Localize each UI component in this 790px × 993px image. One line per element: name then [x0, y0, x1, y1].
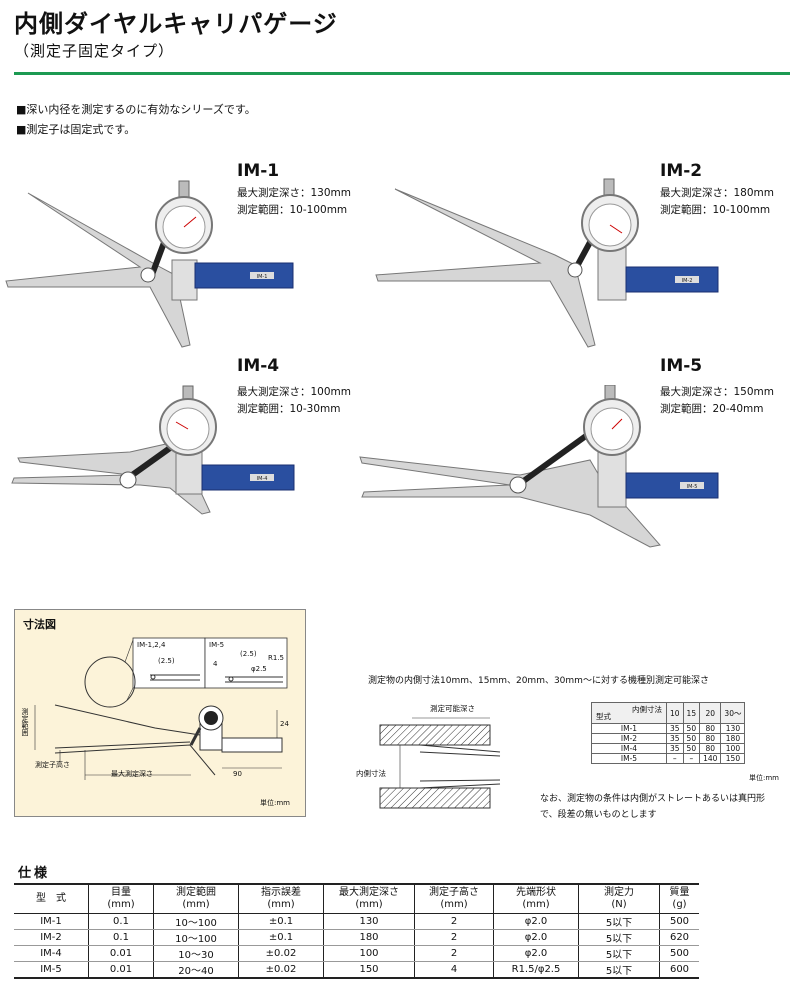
spec-col-header: 目量 (mm) — [88, 883, 154, 914]
plate-label: IM-2 — [682, 278, 693, 284]
possible-depth-label: 測定可能深さ — [430, 704, 475, 713]
dimension-diagram — [34, 637, 288, 780]
caliper-illustration-im4: IM-4 — [11, 385, 295, 515]
specs-heading: 仕様 — [18, 866, 51, 881]
page-subtitle: （測定子固定タイプ） — [14, 42, 175, 60]
range-label: 測定範囲 — [21, 708, 29, 736]
dimension-title: 寸法図 — [23, 618, 56, 631]
dim-24: 24 — [280, 720, 289, 728]
inset-a-label: IM-1,2,4 — [137, 641, 166, 649]
spec-col-header: 測定力 (N) — [578, 883, 660, 914]
product-name-im1: IM-1 — [237, 161, 280, 181]
inset-b-dia: φ2.5 — [251, 665, 267, 673]
feature-2: ■測定子は固定式です。 — [16, 123, 136, 136]
inset-b-radius: R1.5 — [268, 654, 284, 662]
inner-dim-label: 内側寸法 — [356, 769, 386, 778]
product-depth-im4: 最大測定深さ：100mm — [237, 386, 351, 398]
plate-label: IM-1 — [257, 274, 268, 280]
inset-b-label: IM-5 — [209, 641, 225, 649]
corner-cell: 内側寸法 型式 — [591, 702, 667, 724]
spec-col-header: 先端形状 (mm) — [493, 883, 579, 914]
product-depth-im2: 最大測定深さ：180mm — [660, 187, 774, 199]
spec-col-header: 測定子高さ (mm) — [414, 883, 494, 914]
dimension-unit: 単位:mm — [260, 799, 290, 807]
product-range-im2: 測定範囲：10-100mm — [660, 204, 771, 216]
caliper-illustration-im2: IM-2 — [375, 178, 719, 348]
product-name-im5: IM-5 — [660, 356, 703, 376]
col-header: 15 — [682, 702, 701, 724]
product-range-im4: 測定範囲：10-30mm — [237, 403, 341, 415]
plate-label: IM-5 — [687, 484, 698, 490]
caliper-illustration-im5: IM-5 — [359, 385, 719, 548]
product-range-im1: 測定範囲：10-100mm — [237, 204, 348, 216]
dimension-drawing: 寸法図 IM-1,2,4 IM-5 (2.5) (2.5) 4 R1.5 — [14, 609, 306, 817]
depth-note: なお、測定物の条件は内側がストレートあるいは真円形で、段差の無いものとします — [540, 794, 766, 820]
max-depth-label: 最大測定深さ — [111, 770, 153, 778]
specs-header-row: 型 式 目量 (mm) 測定範囲 (mm) 指示誤差 (mm) 最大測定深さ (… — [14, 883, 699, 914]
spec-col-header: 測定範囲 (mm) — [153, 883, 239, 914]
spec-col-header: 質量 (g) — [659, 883, 699, 914]
specs-table: 型 式 目量 (mm) 測定範囲 (mm) 指示誤差 (mm) 最大測定深さ (… — [14, 883, 699, 979]
col-header: 10 — [666, 702, 684, 724]
spec-col-header: 指示誤差 (mm) — [238, 883, 324, 914]
probe-height-label: 測定子高さ — [35, 761, 70, 769]
product-range-im5: 測定範囲：20-40mm — [660, 403, 764, 415]
product-name-im2: IM-2 — [660, 161, 703, 181]
product-depth-im5: 最大測定深さ：150mm — [660, 386, 774, 398]
depth-table-unit: 単位:mm — [749, 774, 779, 782]
dim-90: 90 — [233, 770, 242, 778]
col-header: 20 — [699, 702, 722, 724]
product-depth-im1: 最大測定深さ：130mm — [237, 187, 351, 199]
plate-label: IM-4 — [257, 476, 268, 482]
spec-col-header: 型 式 — [14, 883, 89, 914]
inset-a-dim: (2.5) — [158, 657, 175, 665]
depth-diagram — [379, 717, 501, 809]
feature-1: ■深い内径を測定するのに有効なシリーズです。 — [16, 103, 256, 116]
page-title: 内側ダイヤルキャリパゲージ — [14, 10, 338, 38]
caliper-illustration-im1: IM-1 — [5, 180, 294, 348]
product-name-im4: IM-4 — [237, 356, 280, 376]
depth-caption: 測定物の内側寸法10mm、15mm、20mm、30mm〜に対する機種別測定可能深… — [368, 676, 709, 686]
header-divider — [14, 72, 790, 75]
inset-b-height: 4 — [213, 660, 218, 668]
col-header: 30〜 — [720, 702, 746, 724]
spec-col-header: 最大測定深さ (mm) — [323, 883, 415, 914]
inset-b-dim: (2.5) — [240, 650, 257, 658]
